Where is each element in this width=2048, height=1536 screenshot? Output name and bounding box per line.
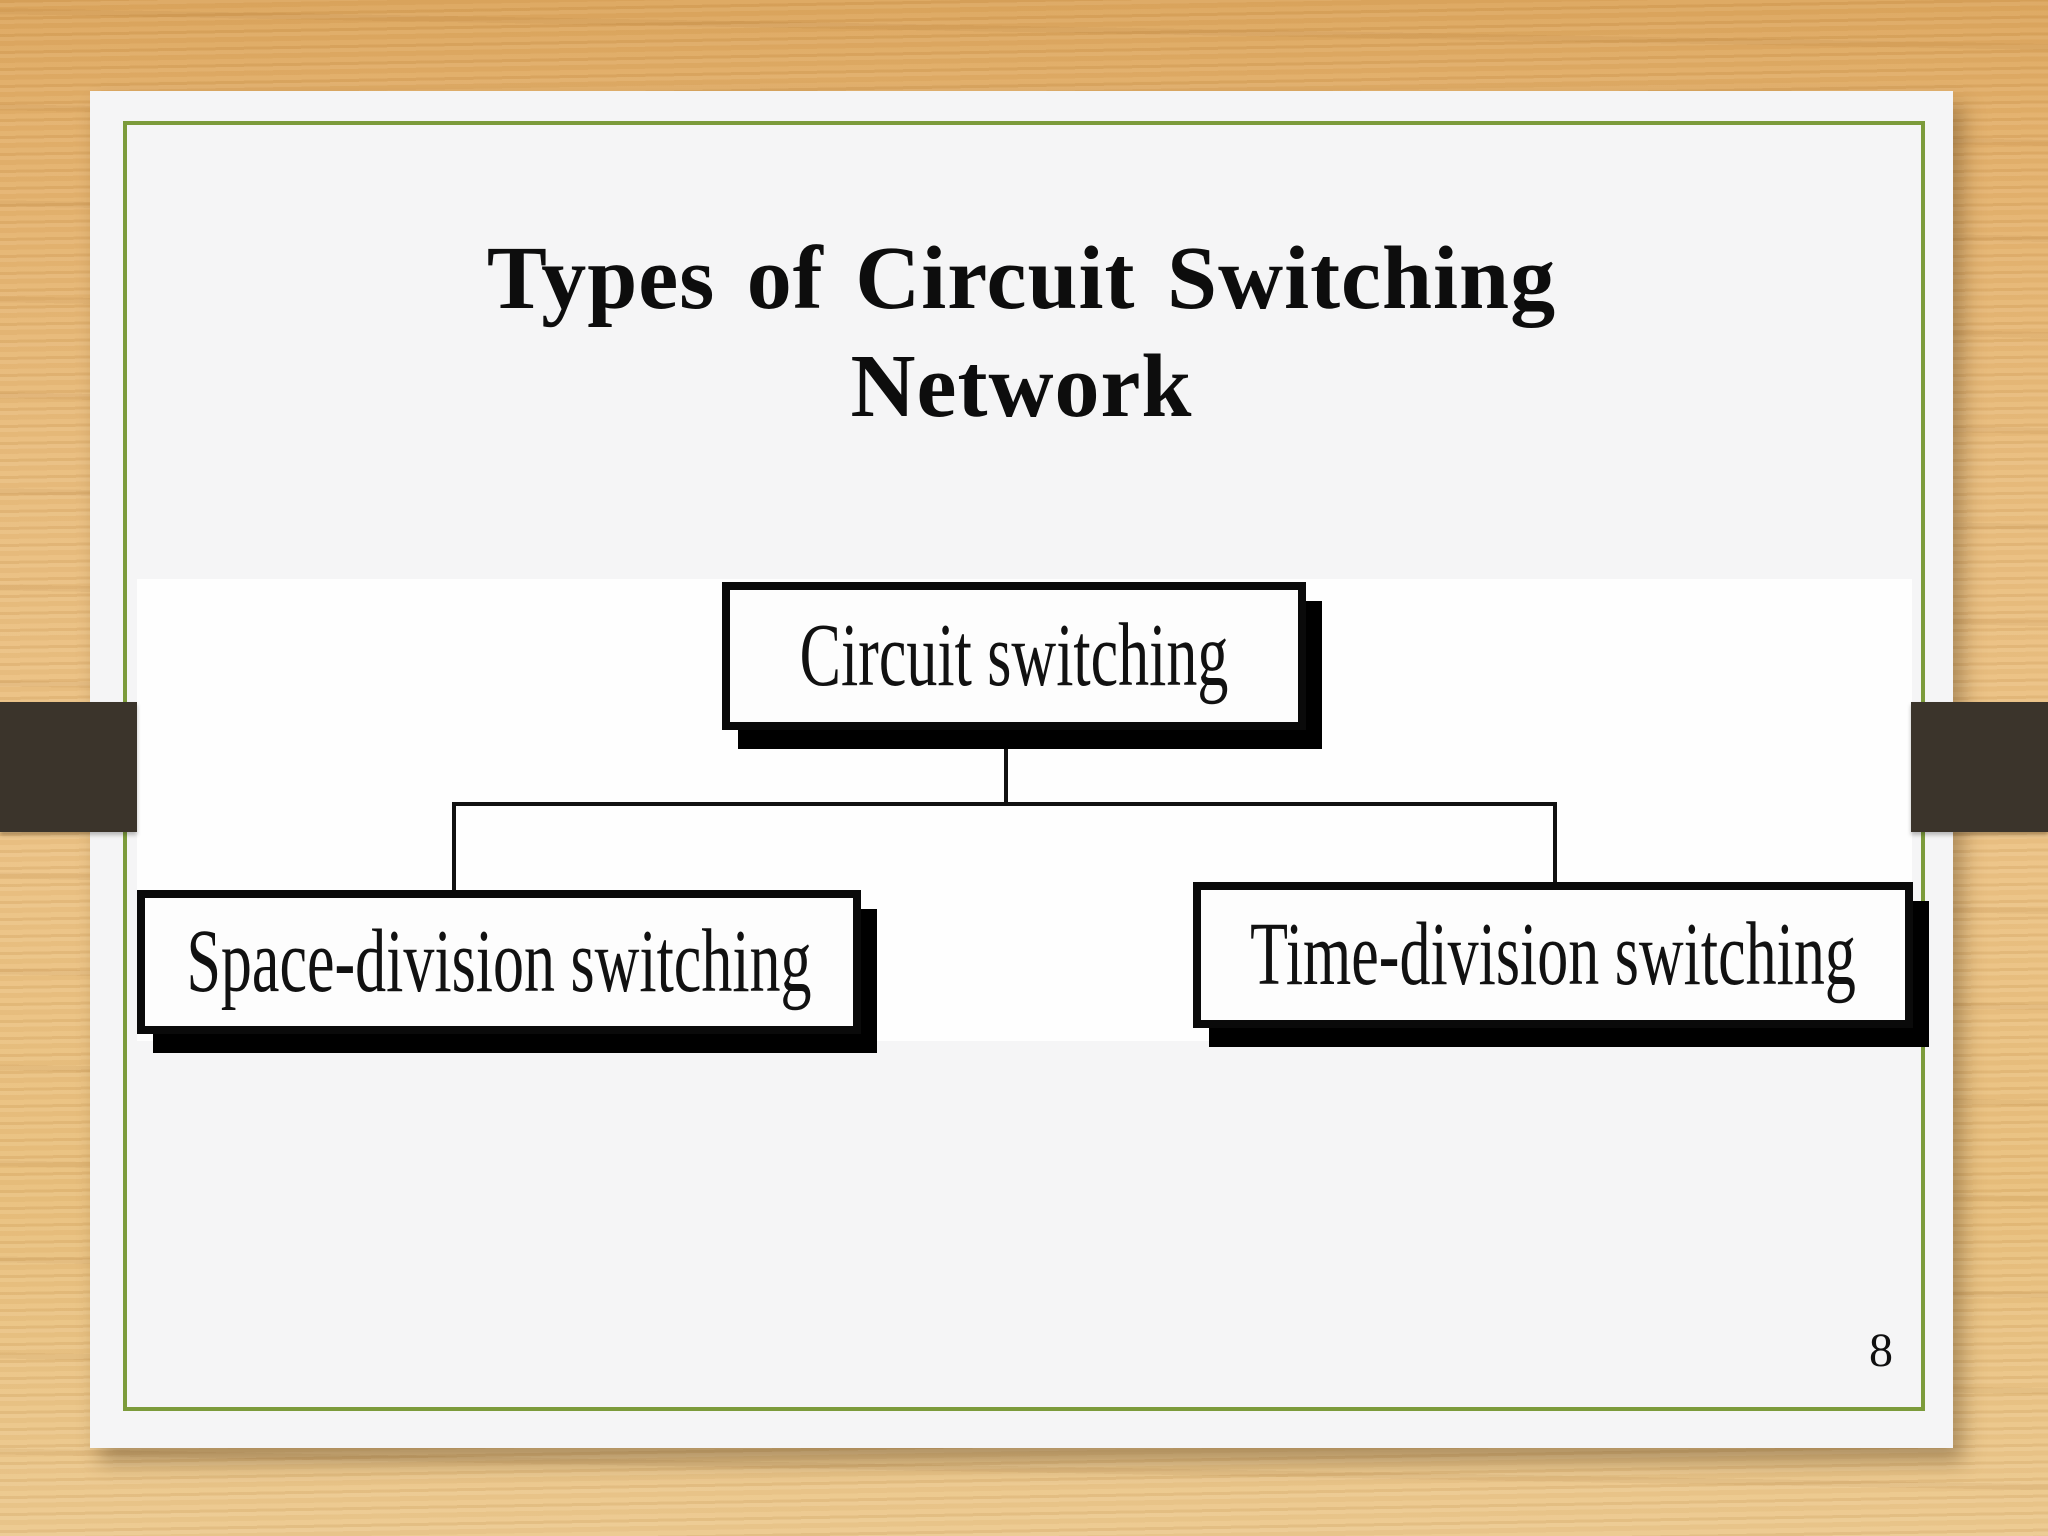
diagram-box-label: Space-division switching: [186, 911, 812, 1011]
connector-left-drop: [452, 802, 456, 890]
slide-title: Types of Circuit Switching Network: [90, 225, 1953, 441]
connector-right-drop: [1553, 802, 1557, 882]
ribbon-band-left: [0, 702, 137, 832]
diagram-panel: Circuit switching Space-division switchi…: [137, 579, 1913, 1041]
diagram-box-label: Time-division switching: [1250, 904, 1856, 1004]
title-line-1: Types of Circuit Switching: [486, 229, 1557, 328]
diagram-box-time-division-switching: Time-division switching: [1193, 882, 1913, 1028]
connector-root-drop: [1004, 733, 1008, 806]
diagram-box-circuit-switching: Circuit switching: [722, 582, 1306, 730]
connector-horizontal: [452, 802, 1556, 806]
page-number: 8: [1869, 1324, 1893, 1377]
diagram-box-label: Circuit switching: [799, 605, 1229, 705]
diagram-box-space-division-switching: Space-division switching: [137, 890, 861, 1034]
ribbon-band-right: [1911, 702, 2048, 832]
title-line-2: Network: [850, 337, 1193, 436]
